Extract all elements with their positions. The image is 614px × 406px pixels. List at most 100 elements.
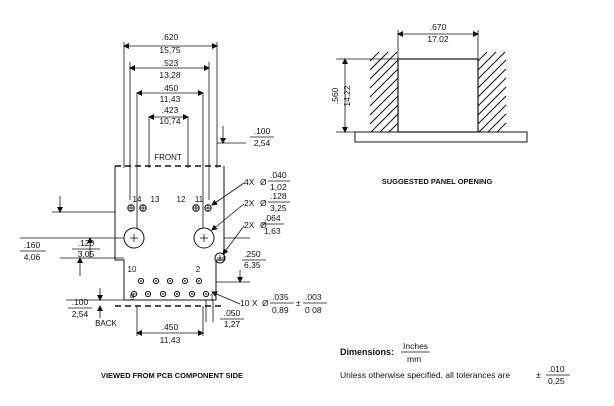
- tolerance-in: .010: [548, 364, 565, 374]
- pin-14-label: 14: [133, 195, 142, 204]
- panel-hatch-left: [369, 51, 399, 133]
- dim-mount-hole-spacing-mm: 11,43: [160, 94, 181, 104]
- pin-hole: [173, 290, 181, 298]
- callout-4x-prefix: 4X: [244, 177, 255, 187]
- pin-hole: [159, 290, 167, 298]
- callout-2x-large-hole: 2X Ø .128 3,25: [211, 191, 290, 231]
- hatch-line: [369, 68, 399, 98]
- pin-10-label: 10: [128, 265, 137, 274]
- callout-10x-hole: 10 X Ø .035 0,89 ± .003 0 08: [211, 291, 327, 315]
- tolerance-mm: 0,25: [548, 376, 565, 386]
- pin-hole-center: [184, 280, 186, 282]
- callout-10x-tol-mm: 0 08: [305, 305, 322, 315]
- hatch-line: [477, 51, 497, 71]
- dim-bottom-span-in: .450: [162, 322, 179, 332]
- dim-pin-row-width-mm: 13,28: [159, 70, 181, 80]
- dim-right-offset-mm: 6,35: [244, 260, 261, 270]
- hatch-line: [478, 104, 507, 133]
- dim-front-offset-mm: 2,54: [254, 138, 271, 148]
- bottom-pin-rows: [130, 277, 210, 298]
- pin-1-label: 1: [210, 293, 215, 302]
- callout-4x-diameter: Ø: [260, 177, 267, 187]
- dim-back-pitch-mm: 1,27: [224, 319, 241, 329]
- pin-hole: [144, 290, 152, 298]
- front-view-caption: VIEWED FROM PCB COMPONENT SIDE: [101, 371, 243, 380]
- callout-4x-hole: 4X Ø .040 1,02: [211, 170, 290, 206]
- callout-10x-diameter: Ø: [262, 298, 269, 308]
- callout-10x-plusminus: ±: [296, 298, 301, 308]
- hatch-line: [369, 59, 399, 89]
- hatch-line: [477, 86, 507, 116]
- dimension-mount-hole-spacing: .450 11,43: [136, 83, 204, 104]
- pin-hole: [152, 277, 160, 285]
- pin-hole: [195, 277, 203, 285]
- callout-2x-small-hole: 2X Ø .064 1,63: [222, 213, 284, 255]
- top-pin-holes: [127, 204, 212, 212]
- units-mm: mm: [407, 354, 421, 364]
- dim-overall-width-mm: 15,75: [159, 45, 181, 55]
- hatch-line: [477, 51, 506, 80]
- pin-hole-center: [191, 293, 193, 295]
- dim-right-offset-in: .250: [244, 249, 261, 259]
- dim-back-offset-mm: 2,54: [72, 309, 89, 319]
- callout-4x-in: .040: [270, 170, 287, 180]
- callout-10x-mm: 0,89: [272, 305, 289, 315]
- hatch-line: [487, 113, 507, 133]
- extension-lines: [123, 42, 218, 228]
- panel-caption: SUGGESTED PANEL OPENING: [382, 177, 493, 186]
- pin-hole-center: [155, 280, 157, 282]
- callout-10x-tol-in: .003: [305, 292, 322, 302]
- dimension-back-offset: .100 2,54: [66, 288, 124, 319]
- callout-2x-large-in: .128: [270, 191, 287, 201]
- hatch-line: [369, 86, 399, 116]
- dim-left-outer-in: .160: [24, 240, 41, 250]
- dimension-right-offset: .250 6,35: [216, 237, 266, 283]
- pin-12-label: 12: [177, 195, 186, 204]
- connector-outline: [114, 165, 225, 307]
- pin-hole: [166, 277, 174, 285]
- callout-2x-large-prefix: 2X: [244, 198, 255, 208]
- pin-hole-center: [198, 280, 200, 282]
- dim-inner-width-mm: 10,74: [159, 116, 181, 126]
- hatch-line: [388, 122, 399, 133]
- dimension-front-offset: .100 2,54: [217, 126, 274, 148]
- hatch-line: [369, 51, 398, 80]
- hatch-line: [496, 122, 507, 133]
- hatch-line: [370, 104, 399, 133]
- dimension-pin-row-width: .523 13,28: [129, 58, 210, 80]
- callout-2x-small-in: .064: [264, 213, 281, 223]
- panel-width-in: .670: [430, 22, 447, 32]
- hatch-line: [477, 77, 507, 107]
- pin-hole-center: [205, 293, 207, 295]
- callout-2x-large-mm: 3,25: [270, 203, 287, 213]
- dimension-bottom-span: .450 11,43: [136, 306, 204, 345]
- dim-back-pitch-in: .050: [224, 308, 241, 318]
- pin-hole-center: [147, 293, 149, 295]
- pin-11-label: 11: [195, 195, 204, 204]
- hatch-line: [477, 68, 507, 98]
- hatch-line: [369, 77, 399, 107]
- dimension-notes: Dimensions: Inches mm Unless otherwise s…: [340, 341, 570, 386]
- hatch-line: [369, 95, 399, 125]
- dim-overall-width-in: .620: [162, 32, 179, 42]
- dimension-left-offsets: .160 4,06 .120 3,05: [20, 196, 124, 276]
- dim-left-inner-in: .120: [78, 238, 95, 248]
- panel-width-mm: 17.02: [427, 34, 449, 44]
- alignment-hole: [214, 252, 226, 264]
- back-label: BACK: [95, 319, 117, 328]
- tolerance-plusminus: ±: [536, 370, 541, 380]
- pin-hole: [130, 290, 138, 298]
- callout-4x-mm: 1,02: [270, 182, 287, 192]
- pin-hole-center: [162, 293, 164, 295]
- pin-9-label: 9: [130, 293, 135, 302]
- pin-hole: [188, 290, 196, 298]
- pin-13-label: 13: [151, 195, 160, 204]
- pin-hole-center: [133, 293, 135, 295]
- hatch-line: [477, 59, 507, 89]
- panel-height-dimension: .560 14.22: [330, 58, 398, 133]
- dim-pin-row-width-in: .523: [162, 58, 179, 68]
- hatch-line: [369, 51, 380, 62]
- units-inches: Inches: [403, 341, 428, 351]
- panel-height-mm: 14.22: [342, 85, 352, 107]
